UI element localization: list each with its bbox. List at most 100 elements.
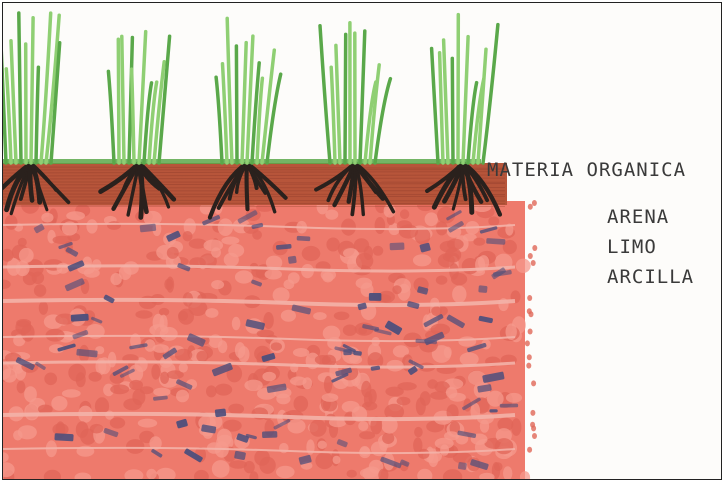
sand-grain (530, 410, 535, 416)
sand-grain (132, 389, 145, 405)
sand-grain (473, 238, 485, 246)
silt-particle (489, 409, 497, 412)
grass-blade (320, 26, 330, 163)
sand-grain (110, 384, 129, 394)
sand-grain (44, 373, 57, 386)
sand-grain (86, 219, 97, 233)
grass-blade (236, 46, 237, 163)
sand-grain (356, 253, 373, 269)
grass-tuft-icon (432, 15, 498, 163)
grass-tuft-icon (3, 13, 60, 163)
sand-grain (276, 466, 295, 478)
sand-grain (183, 231, 193, 241)
sand-grain (218, 340, 228, 353)
sand-grain (428, 452, 438, 467)
sand-grain (525, 340, 530, 346)
label-limo: LIMO (607, 236, 657, 258)
sand-grain (516, 259, 531, 273)
sand-grain (206, 385, 217, 397)
silt-particle (262, 431, 277, 438)
sand-grain (160, 315, 168, 332)
sand-grain (24, 404, 39, 421)
sand-grain (416, 397, 426, 415)
sand-grain (57, 263, 69, 274)
grass-blade (360, 31, 365, 163)
sand-grain (358, 421, 368, 431)
sand-grain (488, 216, 499, 226)
sand-grain (178, 309, 194, 325)
sand-grain (531, 380, 536, 386)
sand-grain (235, 270, 253, 283)
sand-grain (427, 379, 438, 389)
sand-grain (235, 342, 245, 358)
sand-grain (360, 468, 378, 478)
sand-grain (17, 381, 26, 394)
sand-grain (153, 344, 169, 353)
sand-grain (458, 336, 476, 346)
sand-grain (89, 372, 102, 382)
label-arcilla: ARCILLA (607, 266, 694, 288)
sand-grain (215, 384, 232, 396)
sand-grain (397, 397, 411, 406)
sand-grain (322, 272, 333, 282)
sand-grain (84, 268, 100, 278)
sand-grain (259, 457, 275, 474)
sand-grain (526, 363, 531, 369)
sand-grain (373, 246, 384, 256)
sand-grain (528, 204, 533, 210)
sand-grain (110, 417, 125, 428)
sand-grain (76, 421, 89, 438)
sand-grain (110, 273, 121, 285)
sand-grain (527, 354, 532, 360)
sand-grain (397, 382, 416, 390)
sand-grain (375, 217, 386, 234)
sand-grain (34, 284, 46, 297)
sand-grain (400, 209, 409, 219)
sand-grain (218, 218, 233, 236)
sand-grain (211, 280, 224, 289)
grass-tuft-icon (216, 18, 281, 163)
grass-blade (432, 49, 438, 164)
sand-grain (436, 276, 448, 285)
sand-grain (527, 447, 532, 453)
sand-grain (107, 221, 121, 230)
sand-grain (324, 376, 332, 393)
sand-grain (294, 396, 309, 412)
sand-grain (392, 285, 401, 294)
sand-grain (399, 224, 418, 238)
grass-blade (242, 43, 246, 163)
sand-grain (326, 238, 339, 252)
grass-tuft-icon (108, 32, 169, 163)
silt-particle (297, 236, 311, 241)
grass-blade (452, 58, 453, 163)
sand-grain (18, 425, 37, 439)
sand-grain (334, 312, 350, 321)
sand-grain (151, 364, 160, 380)
sand-grain (138, 419, 157, 428)
grass-blade (132, 69, 134, 163)
silt-particle (215, 408, 227, 417)
sand-grain (325, 210, 338, 220)
sand-grain (531, 425, 536, 431)
sand-grain (527, 308, 532, 314)
sand-grain (211, 247, 221, 258)
sand-grain (179, 363, 188, 373)
sand-grain (430, 391, 448, 400)
sand-grain (425, 212, 438, 226)
sand-grain (123, 261, 139, 275)
sand-grain (511, 418, 521, 436)
grass-blade (108, 71, 114, 163)
grass-tuft-icon (320, 23, 390, 163)
sand-grain (532, 245, 537, 251)
grass-plants (3, 13, 498, 163)
sand-grain (531, 260, 536, 266)
grass-blade (31, 18, 33, 163)
sand-grain (506, 393, 522, 403)
sand-grain (293, 348, 309, 357)
sand-grain (146, 469, 156, 479)
sand-grain (167, 247, 179, 259)
sand-grain (90, 424, 103, 434)
silt-particle (486, 238, 505, 245)
sand-grain (153, 388, 170, 397)
